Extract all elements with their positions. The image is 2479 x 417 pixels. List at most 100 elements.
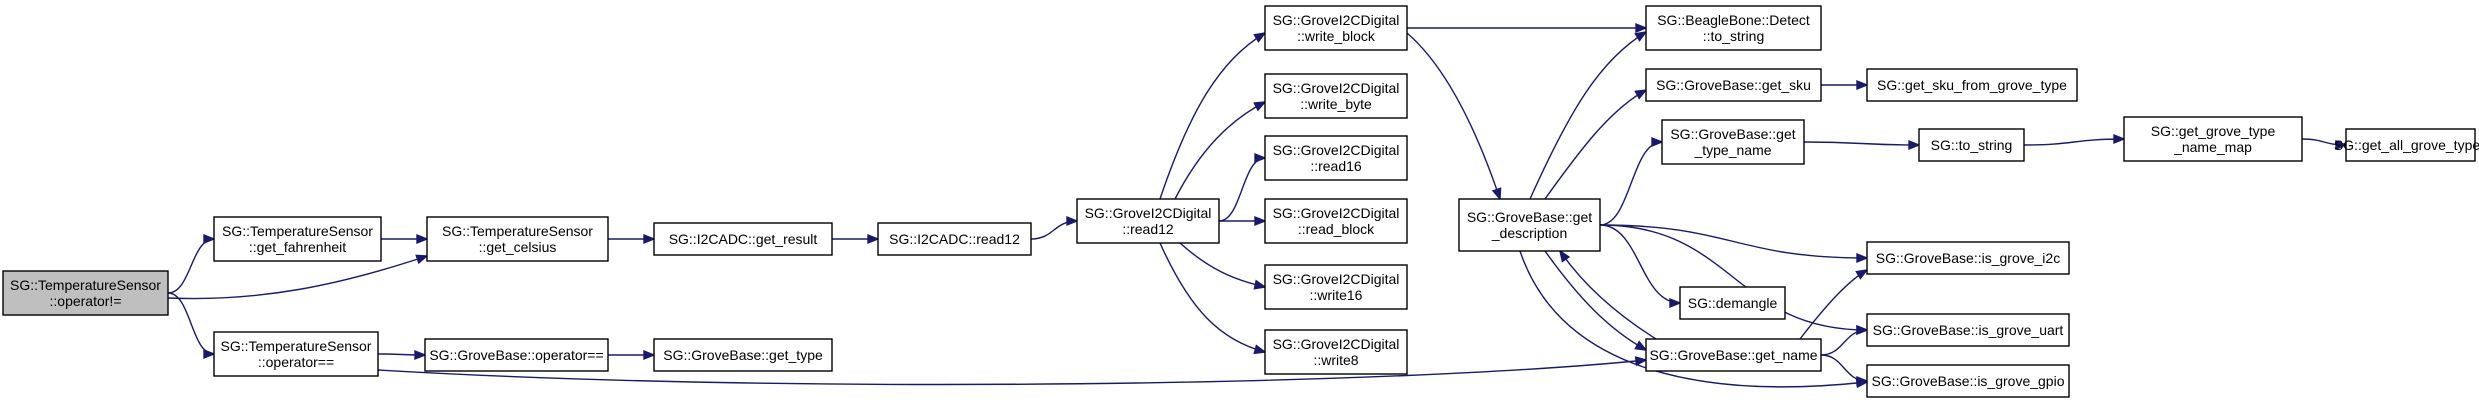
edge-n7-n16 [1407,22,1648,34]
edge-arrowhead [1651,136,1664,148]
node-label: SG::get_sku_from_grove_type [1877,77,2067,93]
node-n8[interactable]: SG::GroveI2CDigital::write_byte [1264,73,1408,119]
node-n3[interactable]: SG::TemperatureSensor::operator== [213,331,379,377]
edge-arrowhead [2335,139,2348,151]
edge-n26-n27 [2301,138,2348,151]
edge-line [1406,32,1501,200]
node-n25[interactable]: SG::GroveBase::is_grove_gpio [1866,364,2070,398]
node-label: SG::GroveI2CDigital [1273,142,1400,158]
node-label: ::write8 [1313,352,1358,368]
edge-arrowhead [1855,269,1869,280]
edge-line [1218,157,1266,222]
node-box [2123,116,2303,162]
node-label: ::get_fahrenheit [249,239,346,255]
edge-arrowhead [1669,297,1682,309]
node-n7[interactable]: SG::GroveI2CDigital::write_block [1264,5,1408,51]
node-box [1866,364,2070,398]
node-label: _type_name [1693,142,1771,158]
node-label: SG::get_grove_type [2151,123,2276,139]
edge-n7-n15 [1406,32,1502,201]
node-n10[interactable]: SG::GroveI2CDigital::read_block [1264,198,1408,244]
edge-arrowhead [1856,79,1869,91]
node-n18[interactable]: SG::GroveBase::get_type_name [1661,119,1805,165]
edge-line [167,255,428,300]
node-n0[interactable]: SG::TemperatureSensor::operator!= [2,270,169,316]
edge-n15-n18 [1599,136,1664,226]
node-n26[interactable]: SG::get_grove_type_name_map [2123,116,2303,162]
edge-line [1599,224,1868,259]
node-box [1645,5,1822,51]
node-n4[interactable]: SG::I2CADC::get_result [653,222,833,256]
node-n22[interactable]: SG::to_string [1918,128,2025,162]
edge-n15-n17 [1544,89,1648,200]
edge-arrowhead [1491,187,1502,201]
node-n19[interactable]: SG::demangle [1679,286,1786,320]
edge-line [1820,329,1868,356]
edge-line [1159,242,1266,353]
node-box [424,338,609,372]
edge-arrowhead [2113,133,2126,145]
node-label: SG::TemperatureSensor [221,338,372,354]
node-label: ::operator== [258,354,334,370]
node-box [1264,135,1408,181]
node-label: SG::GroveBase::get_type [663,347,823,363]
edge-arrowhead [203,233,216,245]
edge-line [167,238,215,294]
node-n27[interactable]: SG::get_all_grove_types [2334,128,2479,162]
node-label: ::write16 [1310,287,1363,303]
node-label: SG::GroveBase::is_grove_uart [1873,322,2064,338]
edge-arrowhead [1253,279,1267,290]
edge-line [1529,31,1647,200]
edge-n6-n9 [1218,152,1267,222]
edge-arrowhead [1856,375,1869,387]
node-n2[interactable]: SG::TemperatureSensor::get_celsius [426,216,609,262]
edge-n1-n2 [381,233,429,245]
edge-line [167,292,215,355]
edge-n20-n15 [1558,249,1657,340]
node-box [1264,329,1408,375]
node-n13[interactable]: SG::GroveBase::operator== [424,338,609,372]
node-box [1076,198,1220,244]
edge-n5-n6 [1030,215,1079,240]
edge-n15-n16 [1529,31,1648,200]
edge-line [2023,138,2125,146]
edge-arrowhead [1856,324,1869,336]
node-label: SG::GroveBase::get_name [1649,347,1817,363]
node-label: SG::TemperatureSensor [10,277,161,293]
node-n17[interactable]: SG::GroveBase::get_sku [1645,68,1822,102]
node-n1[interactable]: SG::TemperatureSensor::get_fahrenheit [213,216,382,262]
node-label: ::read_block [1298,221,1375,237]
node-box [1661,119,1805,165]
node-n5[interactable]: SG::I2CADC::read12 [877,222,1032,256]
edge-n20-n25 [1820,354,1869,387]
edge-n6-n11 [1179,242,1267,290]
node-label: SG::I2CADC::read12 [889,231,1020,247]
node-n14[interactable]: SG::GroveBase::get_type [653,338,833,372]
edge-arrowhead [203,348,216,360]
node-n9[interactable]: SG::GroveI2CDigital::read16 [1264,135,1408,181]
node-n20[interactable]: SG::GroveBase::get_name [1645,338,1822,372]
edge-n6-n7 [1159,32,1267,200]
node-n15[interactable]: SG::GroveBase::get_description [1458,198,1601,252]
edge-arrowhead [414,349,427,361]
node-box [213,216,382,262]
node-n12[interactable]: SG::GroveI2CDigital::write8 [1264,329,1408,375]
node-box [213,331,379,377]
edge-n6-n12 [1159,242,1267,355]
edge-layer [167,22,2348,389]
node-box [1866,68,2078,102]
node-n24[interactable]: SG::GroveBase::is_grove_uart [1866,313,2070,347]
node-label: SG::demangle [1688,295,1778,311]
node-n16[interactable]: SG::BeagleBone::Detect::to_string [1645,5,1822,51]
node-box [426,216,609,262]
node-n11[interactable]: SG::GroveI2CDigital::write16 [1264,264,1408,310]
node-n21[interactable]: SG::get_sku_from_grove_type [1866,68,2078,102]
edge-arrowhead [1254,152,1267,164]
edge-line [1179,242,1266,288]
edge-n3-n20 [377,356,1648,386]
edge-line [377,359,1647,386]
edge-n6-n10 [1219,215,1267,227]
node-n23[interactable]: SG::GroveBase::is_grove_i2c [1866,241,2070,275]
node-n6[interactable]: SG::GroveI2CDigital::read12 [1076,198,1220,244]
